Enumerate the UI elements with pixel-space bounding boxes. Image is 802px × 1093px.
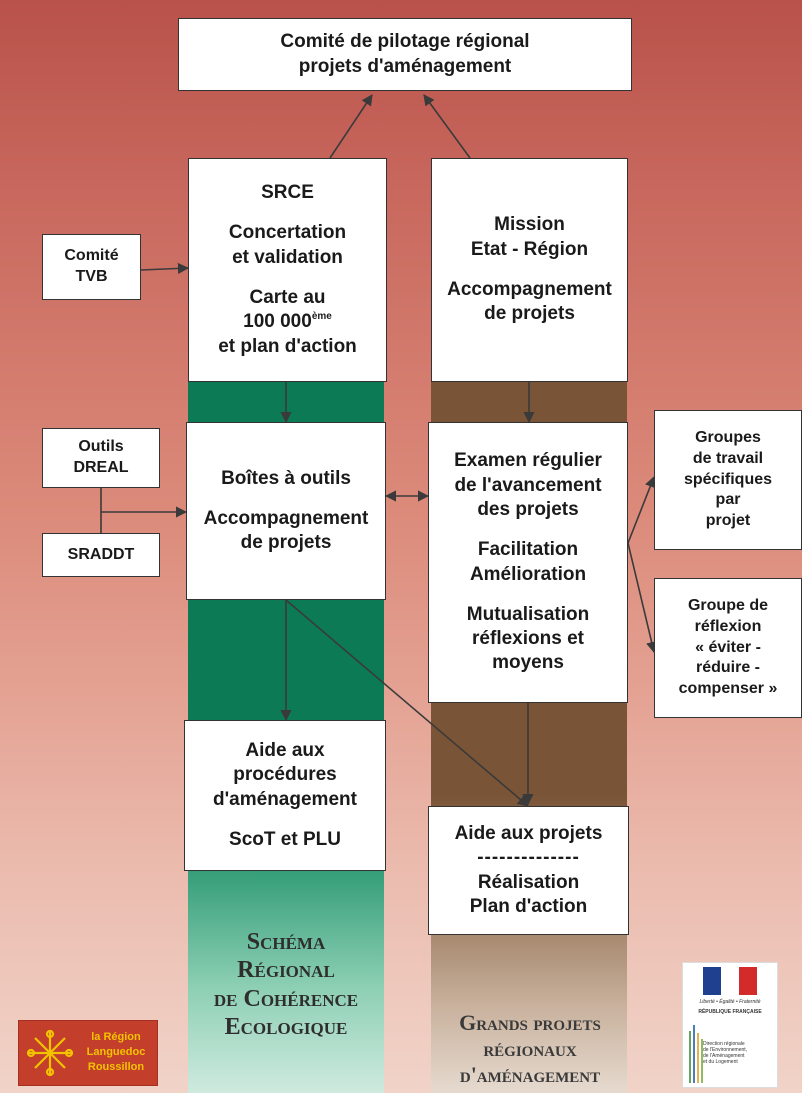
- region-logo-line2: Languedoc: [86, 1045, 146, 1058]
- aide-proc-line1: Aide aux: [245, 739, 325, 761]
- aide-proc-line4: ScoT et PLU: [229, 828, 341, 850]
- srce-plan: et plan d'action: [218, 335, 357, 357]
- mission-box: Mission Etat - Région Accompagnement de …: [431, 158, 628, 382]
- republic-motto: Liberté • Égalité • Fraternité: [699, 999, 761, 1005]
- reflexion-line2: réflexion: [694, 617, 762, 635]
- grands-label-line1: Grands projets: [459, 1010, 601, 1035]
- mission-line1: Mission: [494, 214, 565, 236]
- examen-line1: Examen régulier: [454, 450, 602, 472]
- srce-scale: 100 000ème: [243, 310, 332, 334]
- mission-line2: Etat - Région: [470, 238, 589, 260]
- comite-pilotage-line1: Comité de pilotage régional: [280, 31, 530, 53]
- comite-pilotage-box: Comité de pilotage régional projets d'am…: [178, 18, 632, 91]
- srce-box: SRCE Concertation et validation Carte au…: [188, 158, 387, 382]
- comite-tvb-line1: Comité: [64, 247, 119, 265]
- region-languedoc-roussillon-logo: la Région Languedoc Roussillon: [18, 1020, 158, 1086]
- groupes-line5: projet: [705, 512, 751, 530]
- examen-line6: Mutualisation: [466, 603, 590, 625]
- examen-line7: réflexions et: [472, 628, 584, 650]
- region-logo-line1: la Région: [91, 1031, 141, 1043]
- dreal-text: Direction régionale de l'Environnement, …: [703, 1041, 773, 1065]
- aide-projets-line2: Réalisation: [477, 871, 580, 893]
- aide-proc-line2: procédures: [233, 764, 337, 786]
- examen-box: Examen régulier de l'avancement des proj…: [428, 422, 628, 703]
- arrow-mission-to-comite: [423, 94, 471, 159]
- mission-line4: de projets: [484, 303, 575, 325]
- region-logo-text: la Région Languedoc Roussillon: [77, 1030, 155, 1075]
- reflexion-line5: compenser »: [678, 680, 778, 698]
- reflexion-line3: « éviter -: [695, 638, 761, 656]
- dreal-line1: Direction régionale: [703, 1041, 745, 1047]
- srce-label-line4: Ecologique: [224, 1013, 348, 1040]
- french-flag-icon: [703, 967, 757, 995]
- comite-tvb-line2: TVB: [75, 268, 108, 285]
- aide-projets-box: Aide aux projets -------------- Réalisat…: [428, 806, 629, 935]
- boites-line3: de projets: [240, 532, 332, 554]
- arrow-examen-to-groupes: [627, 475, 656, 544]
- republique-francaise-dreal-logo: Liberté • Égalité • Fraternité RÉPUBLIQU…: [682, 962, 778, 1088]
- groupe-reflexion-box: Groupe de réflexion « éviter - réduire -…: [654, 578, 802, 718]
- outils-dreal-box: Outils DREAL: [42, 428, 160, 488]
- reflexion-line4: réduire -: [695, 659, 760, 677]
- comite-pilotage-line2: projets d'aménagement: [298, 55, 512, 77]
- examen-line3: des projets: [477, 498, 579, 520]
- grands-label-line2: régionaux: [483, 1035, 577, 1061]
- arrow-tvb-to-srce: [140, 262, 190, 275]
- reflexion-line1: Groupe de: [687, 597, 768, 614]
- dreal-line2: de l'Environnement,: [703, 1047, 748, 1053]
- srce-label-line1: Schéma: [246, 929, 326, 955]
- grands-label-line3: d'aménagement: [459, 1061, 601, 1087]
- aide-projets-dashes: --------------: [477, 846, 580, 868]
- groupes-line2: de travail: [692, 449, 764, 467]
- boites-line1: Boîtes à outils: [221, 467, 351, 489]
- sraddt-label: SRADDT: [67, 545, 135, 563]
- arrow-boites-to-aide-projets: [285, 599, 529, 807]
- sraddt-box: SRADDT: [42, 533, 160, 577]
- srce-scale-sup: ème: [311, 311, 332, 323]
- srce-concertation: Concertation: [228, 222, 347, 244]
- grands-projets-column-label: Grands projets régionaux d'aménagement: [425, 1010, 635, 1088]
- mission-line3: Accompagnement: [447, 279, 612, 300]
- boites-line2: Accompagnement: [203, 507, 369, 529]
- arrow-examen-to-reflexion: [627, 542, 658, 654]
- occitan-cross-icon: [26, 1029, 74, 1077]
- examen-line4: Facilitation: [477, 539, 579, 561]
- republic-name: RÉPUBLIQUE FRANÇAISE: [698, 1009, 762, 1015]
- srce-label-line3: de Cohérence: [213, 985, 359, 1012]
- region-logo-line3: Roussillon: [87, 1060, 145, 1073]
- aide-projets-line1: Aide aux projets: [454, 822, 603, 844]
- arrow-srce-to-comite: [329, 94, 373, 159]
- outils-dreal-line2: DREAL: [73, 459, 129, 476]
- groupes-line4: par: [715, 491, 741, 509]
- groupes-line3: spécifiques: [683, 470, 773, 488]
- srce-column-label: Schéma Régional de Cohérence Ecologique: [188, 928, 384, 1041]
- examen-line8: moyens: [492, 652, 564, 674]
- dreal-line4: et du Logement: [703, 1059, 738, 1065]
- srce-carte: Carte au: [249, 287, 326, 308]
- groupes-line1: Groupes: [695, 429, 761, 446]
- boites-outils-box: Boîtes à outils Accompagnement de projet…: [186, 422, 386, 600]
- srce-title: SRCE: [261, 182, 314, 204]
- aide-projets-line3: Plan d'action: [469, 896, 588, 918]
- dreal-lines-icon: [689, 1025, 703, 1083]
- aide-proc-line3: d'aménagement: [213, 788, 357, 810]
- aide-procedures-box: Aide aux procédures d'aménagement ScoT e…: [184, 720, 386, 871]
- examen-line5: Amélioration: [469, 563, 587, 585]
- groupes-travail-box: Groupes de travail spécifiques par proje…: [654, 410, 802, 550]
- srce-scale-number: 100 000: [243, 311, 312, 333]
- examen-line2: de l'avancement: [454, 474, 602, 496]
- dreal-line3: de l'Aménagement: [703, 1053, 745, 1059]
- outils-dreal-line1: Outils: [78, 438, 124, 456]
- srce-validation: et validation: [232, 246, 343, 268]
- srce-label-line2: Régional: [237, 957, 335, 984]
- comite-tvb-box: Comité TVB: [42, 234, 141, 300]
